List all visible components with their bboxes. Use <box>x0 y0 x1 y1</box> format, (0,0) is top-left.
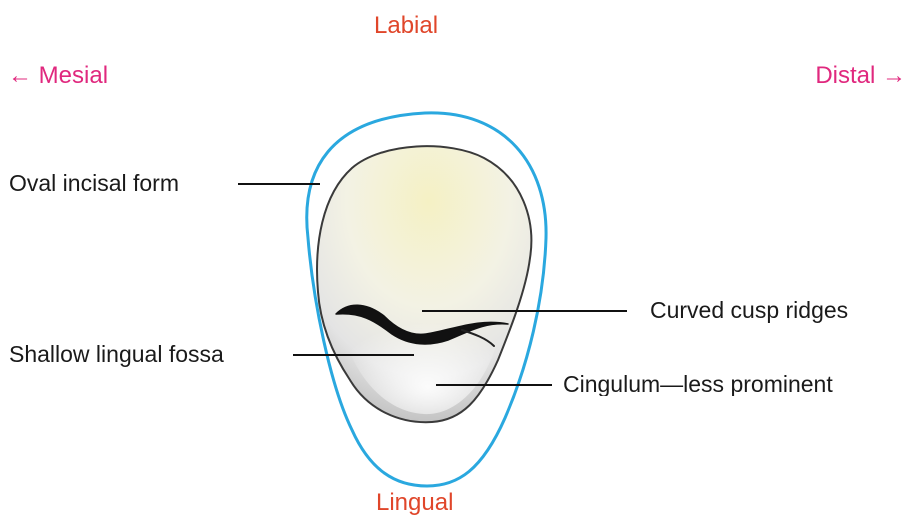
label-distal: Distal → <box>815 64 906 88</box>
label-labial: Labial <box>374 14 438 38</box>
label-lingual: Lingual <box>376 491 453 515</box>
label-mesial: ← Mesial <box>8 64 108 88</box>
label-cingulum: Cingulum—less prominent <box>563 373 908 396</box>
label-shallow-lingual-fossa: Shallow lingual fossa <box>9 343 224 366</box>
label-oval-incisal-form: Oval incisal form <box>9 172 179 195</box>
label-curved-cusp-ridges: Curved cusp ridges <box>650 299 848 322</box>
